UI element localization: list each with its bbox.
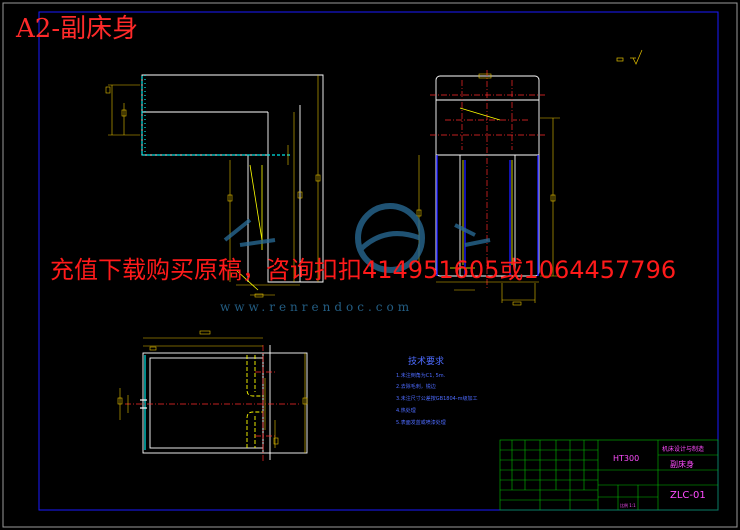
technical-note-item: 1.未注倒角为C1, 5m. — [396, 373, 446, 379]
side-view-blue-edges — [436, 155, 539, 276]
side-centerlines — [430, 70, 545, 290]
sheet-frame-border — [38, 11, 719, 511]
technical-note-item: 3.未注尺寸公差按GB1804-m级加工 — [396, 396, 478, 402]
technical-note-item: 4.热处理 — [396, 408, 416, 414]
title-block-material: HT300 — [613, 454, 640, 463]
title-block-company: 机床设计与制造 — [662, 446, 705, 453]
side-view — [435, 75, 540, 277]
title-block-scale: 比例 1:1 — [620, 503, 636, 508]
side-hidden-lines — [450, 107, 513, 269]
title-block-part-name: 副床身 — [670, 460, 694, 469]
drawing-title: A2-副床身 — [16, 14, 139, 44]
top-view — [142, 345, 308, 460]
top-dash-ticks — [140, 399, 147, 409]
front-hidden-lines — [235, 164, 263, 291]
promo-banner[interactable]: 充值下载购买原稿，咨询扣扣414951605或1064457796 — [50, 256, 677, 284]
title-block-drawing-code: ZLC-01 — [670, 490, 706, 501]
watermark-text: www.renrendoc.com — [220, 300, 414, 314]
technical-notes-title: 技术要求 — [408, 357, 445, 367]
technical-note-item: 2.去除毛刺，锐边 — [396, 384, 436, 390]
top-hidden-lines — [246, 355, 263, 448]
top-dimensions — [117, 330, 308, 453]
front-dimensions — [105, 75, 321, 298]
technical-note-item: 5.表面发蓝或喷漆处理 — [396, 420, 446, 426]
title-block-grid — [499, 439, 719, 511]
watermark-logo — [223, 203, 491, 273]
roughness-symbol — [616, 49, 643, 65]
top-centerlines — [125, 345, 300, 462]
front-section-hatch — [141, 75, 290, 156]
